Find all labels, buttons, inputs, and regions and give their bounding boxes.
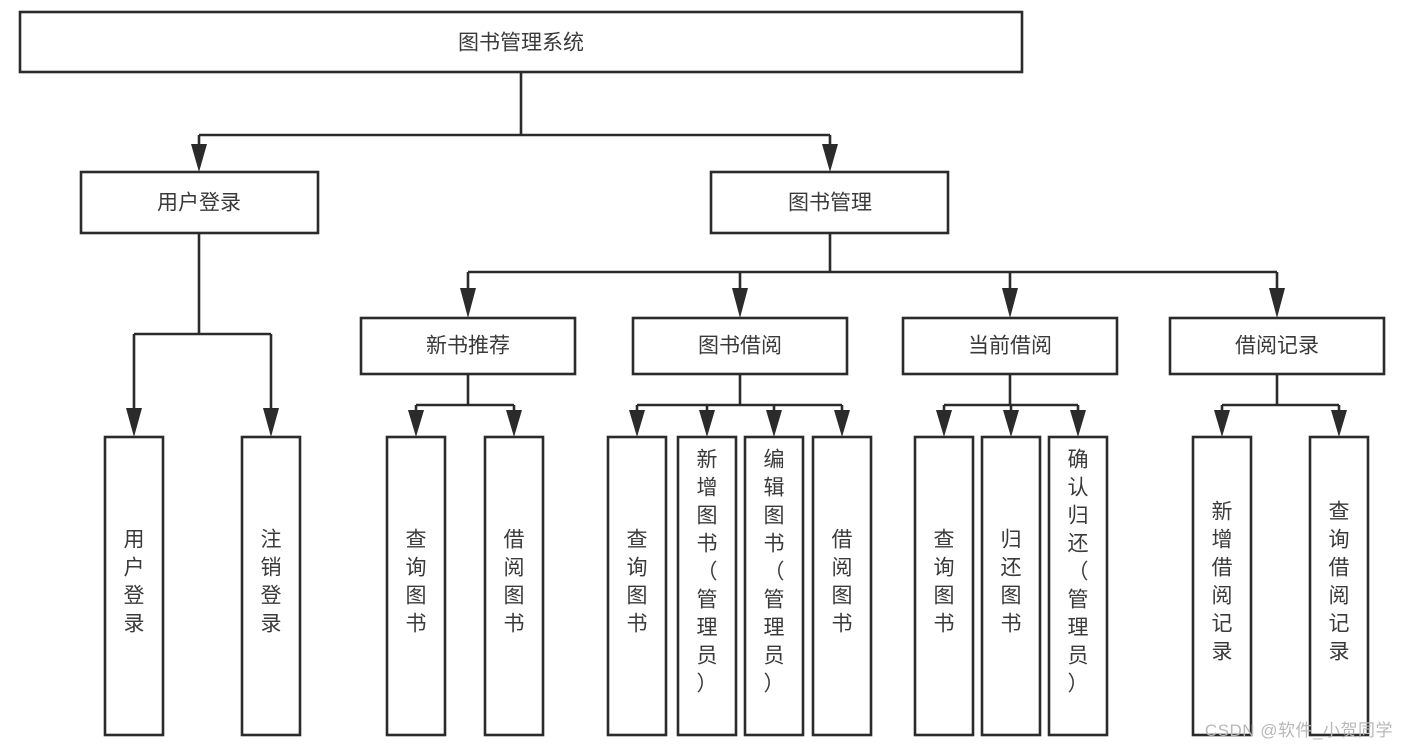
node-leaf-confirm-return-label: 确认归还（管理员） (1068, 448, 1089, 695)
node-user-login-box[interactable] (79, 170, 320, 235)
node-leaf-confirm-return[interactable] (1047, 435, 1109, 737)
node-leaf-query-book-1[interactable] (385, 435, 447, 737)
node-leaf-return-book-box[interactable] (980, 435, 1042, 737)
node-root-label: 图书管理系统 (458, 32, 584, 55)
arrow-head-leaf-user-login (126, 408, 142, 437)
node-leaf-query-record-box[interactable] (1308, 435, 1370, 737)
node-current-borrow-box[interactable] (901, 316, 1119, 376)
arrow-head-leaf-borrow-book-2 (834, 410, 850, 437)
node-leaf-add-book-box[interactable] (676, 435, 738, 737)
node-leaf-borrow-book-1-box[interactable] (483, 435, 545, 737)
node-leaf-add-book-label: 新增图书（管理员） (697, 448, 718, 695)
node-book-management-label: 图书管理 (788, 192, 872, 215)
node-leaf-add-record-box[interactable] (1191, 435, 1253, 737)
connector-layer (126, 73, 1347, 437)
node-leaf-query-book-1-label: 查询图书 (406, 529, 427, 636)
node-new-book-recommend-box[interactable] (359, 316, 577, 376)
node-borrow-record-box[interactable] (1168, 316, 1386, 376)
arrow-head-book-borrow (732, 288, 748, 318)
node-leaf-borrow-book-2[interactable] (811, 435, 873, 737)
node-leaf-user-login[interactable] (103, 435, 165, 737)
node-leaf-edit-book-label: 编辑图书（管理员） (764, 448, 785, 695)
vertical-label-layer: 用户登录 注销登录 查询图书 借阅图书 查询图书 新增图书（管理员） 编辑图书（管理员） 借阅… (124, 448, 1350, 695)
node-leaf-add-record[interactable] (1191, 435, 1253, 737)
node-leaf-query-book-3-label: 查询图书 (934, 529, 955, 636)
node-leaf-logout-login-label: 注销登录 (261, 529, 282, 636)
arrow-head-leaf-query-record (1331, 410, 1347, 437)
node-new-book-recommend[interactable]: 新书推荐 (359, 316, 577, 376)
node-leaf-logout-login[interactable] (240, 435, 302, 737)
arrow-head-leaf-add-book (699, 410, 715, 437)
node-user-login-label: 用户登录 (157, 192, 241, 215)
node-leaf-logout-login-box[interactable] (240, 435, 302, 737)
arrow-head-leaf-add-record (1214, 410, 1230, 437)
node-leaf-borrow-book-2-label: 借阅图书 (832, 529, 853, 636)
arrow-head-leaf-confirm-return (1070, 410, 1086, 437)
node-leaf-query-record[interactable] (1308, 435, 1370, 737)
arrow-head-leaf-query-book-1 (408, 410, 424, 437)
node-borrow-record-label: 借阅记录 (1235, 335, 1319, 358)
arrow-head-leaf-query-book-3 (936, 410, 952, 437)
node-root[interactable]: 图书管理系统 (18, 10, 1024, 74)
node-leaf-user-login-box[interactable] (103, 435, 165, 737)
node-new-book-recommend-label: 新书推荐 (426, 335, 510, 358)
node-leaf-add-book[interactable] (676, 435, 738, 737)
arrow-head-leaf-query-book-2 (629, 410, 645, 437)
node-leaf-borrow-book-1[interactable] (483, 435, 545, 737)
node-leaf-edit-book[interactable] (743, 435, 805, 737)
arrow-head-leaf-borrow-book-1 (506, 410, 522, 437)
node-leaf-user-login-label: 用户登录 (124, 529, 145, 636)
arrow-head-new-book-recommend (460, 288, 476, 318)
node-leaf-query-book-3-box[interactable] (913, 435, 975, 737)
arrow-head-leaf-logout-login (263, 408, 279, 437)
arrow-head-leaf-edit-book (766, 410, 782, 437)
node-leaf-borrow-book-2-box[interactable] (811, 435, 873, 737)
arrow-head-borrow-record (1269, 288, 1285, 318)
node-book-management[interactable]: 图书管理 (709, 170, 950, 235)
node-book-borrow-label: 图书借阅 (698, 335, 782, 358)
arrow-head-current-borrow (1002, 288, 1018, 318)
node-book-borrow-box[interactable] (631, 316, 849, 376)
node-leaf-add-record-label: 新增借阅记录 (1212, 501, 1233, 664)
node-user-login[interactable]: 用户登录 (79, 170, 320, 235)
node-leaf-query-book-2[interactable] (606, 435, 668, 737)
arrow-head-book-management (822, 144, 838, 172)
node-leaf-return-book-label: 归还图书 (1001, 529, 1022, 636)
node-leaf-borrow-book-1-label: 借阅图书 (504, 529, 525, 636)
node-book-borrow[interactable]: 图书借阅 (631, 316, 849, 376)
node-leaf-query-book-1-box[interactable] (385, 435, 447, 737)
node-current-borrow-label: 当前借阅 (968, 335, 1052, 358)
node-leaf-query-book-3[interactable] (913, 435, 975, 737)
node-leaf-confirm-return-box[interactable] (1047, 435, 1109, 737)
node-leaf-query-book-2-box[interactable] (606, 435, 668, 737)
node-borrow-record[interactable]: 借阅记录 (1168, 316, 1386, 376)
node-book-management-box[interactable] (709, 170, 950, 235)
node-leaf-query-record-label: 查询借阅记录 (1329, 501, 1350, 664)
node-leaf-query-book-2-label: 查询图书 (627, 529, 648, 636)
arrow-head-user-login (191, 144, 207, 172)
node-leaf-edit-book-box[interactable] (743, 435, 805, 737)
node-root-box[interactable] (18, 10, 1024, 74)
node-current-borrow[interactable]: 当前借阅 (901, 316, 1119, 376)
node-leaf-return-book[interactable] (980, 435, 1042, 737)
arrow-head-leaf-return-book (1003, 410, 1019, 437)
